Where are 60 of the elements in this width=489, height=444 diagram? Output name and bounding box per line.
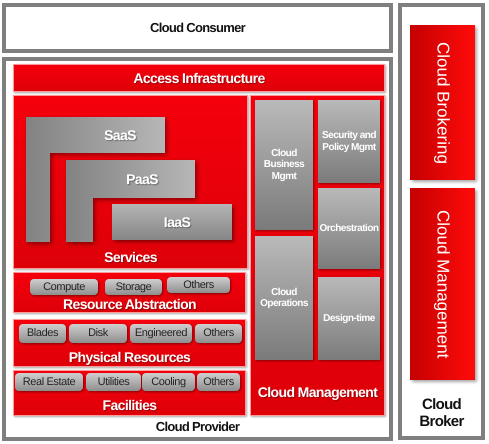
layer-title: Physical Resources [68,348,190,365]
function-tile [318,188,380,269]
chip-label: Utilities [98,376,130,388]
bar-label: Cloud Brokering [432,42,452,164]
function-tile [318,100,380,183]
chip-label: Blades [26,327,58,340]
function-bar [410,25,475,180]
tier-label: PaaS [126,171,158,188]
layer-title: Facilities [102,396,156,413]
component-chip [69,324,127,343]
tile-label: Design-time [323,312,375,324]
layer-panel [250,95,385,416]
chip-label: Engineered [134,327,188,340]
layer-title: Access Infrastructure [133,70,265,86]
function-tile [255,236,313,360]
chip-label: Others [203,327,234,340]
component-chip [19,324,66,343]
component-chip [167,277,230,293]
tier-label: IaaS [164,214,190,230]
layer-bar [13,64,385,92]
chip-label: Others [183,278,214,292]
panel-title: Cloud Broker [419,396,464,430]
function-tile [318,277,380,360]
tile-label: Orchestration [319,222,379,234]
provider-panel [2,57,393,441]
service-tier-block [26,117,165,242]
panel-title: Cloud Provider [156,420,240,435]
layer-title: Cloud Management [258,384,378,400]
function-tile [255,100,313,230]
component-chip [86,373,141,391]
broker-panel [398,3,485,440]
component-chip [130,324,192,343]
chip-label: Others [203,376,234,388]
chip-label: Disk [88,327,108,340]
function-bar [410,188,475,380]
chip-label: Storage [116,280,152,294]
panel-title: Cloud Consumer [150,20,245,36]
component-chip [105,279,162,295]
layer-panel [13,272,246,313]
tile-label: Cloud Operations [259,286,309,310]
chip-label: Real Estate [22,376,76,388]
consumer-panel [2,3,393,53]
layer-title: Resource Abstraction [63,296,196,312]
tile-label: Security and Policy Mgmt [320,130,378,153]
layer-panel [13,95,248,269]
chip-label: Cooling [151,376,186,388]
component-chip [15,373,83,391]
component-chip [197,373,240,391]
service-tier-block [66,160,195,242]
chip-label: Compute [43,280,85,294]
service-tier-block [112,204,232,240]
tile-label: Cloud Business Mgmt [262,148,306,182]
tier-label: SaaS [104,127,136,144]
layer-title: Services [104,248,157,265]
component-chip [142,373,195,391]
layer-panel [13,370,246,416]
component-chip [195,324,242,343]
layer-panel [13,319,246,367]
bar-label: Cloud Management [432,210,452,358]
component-chip [30,279,98,295]
